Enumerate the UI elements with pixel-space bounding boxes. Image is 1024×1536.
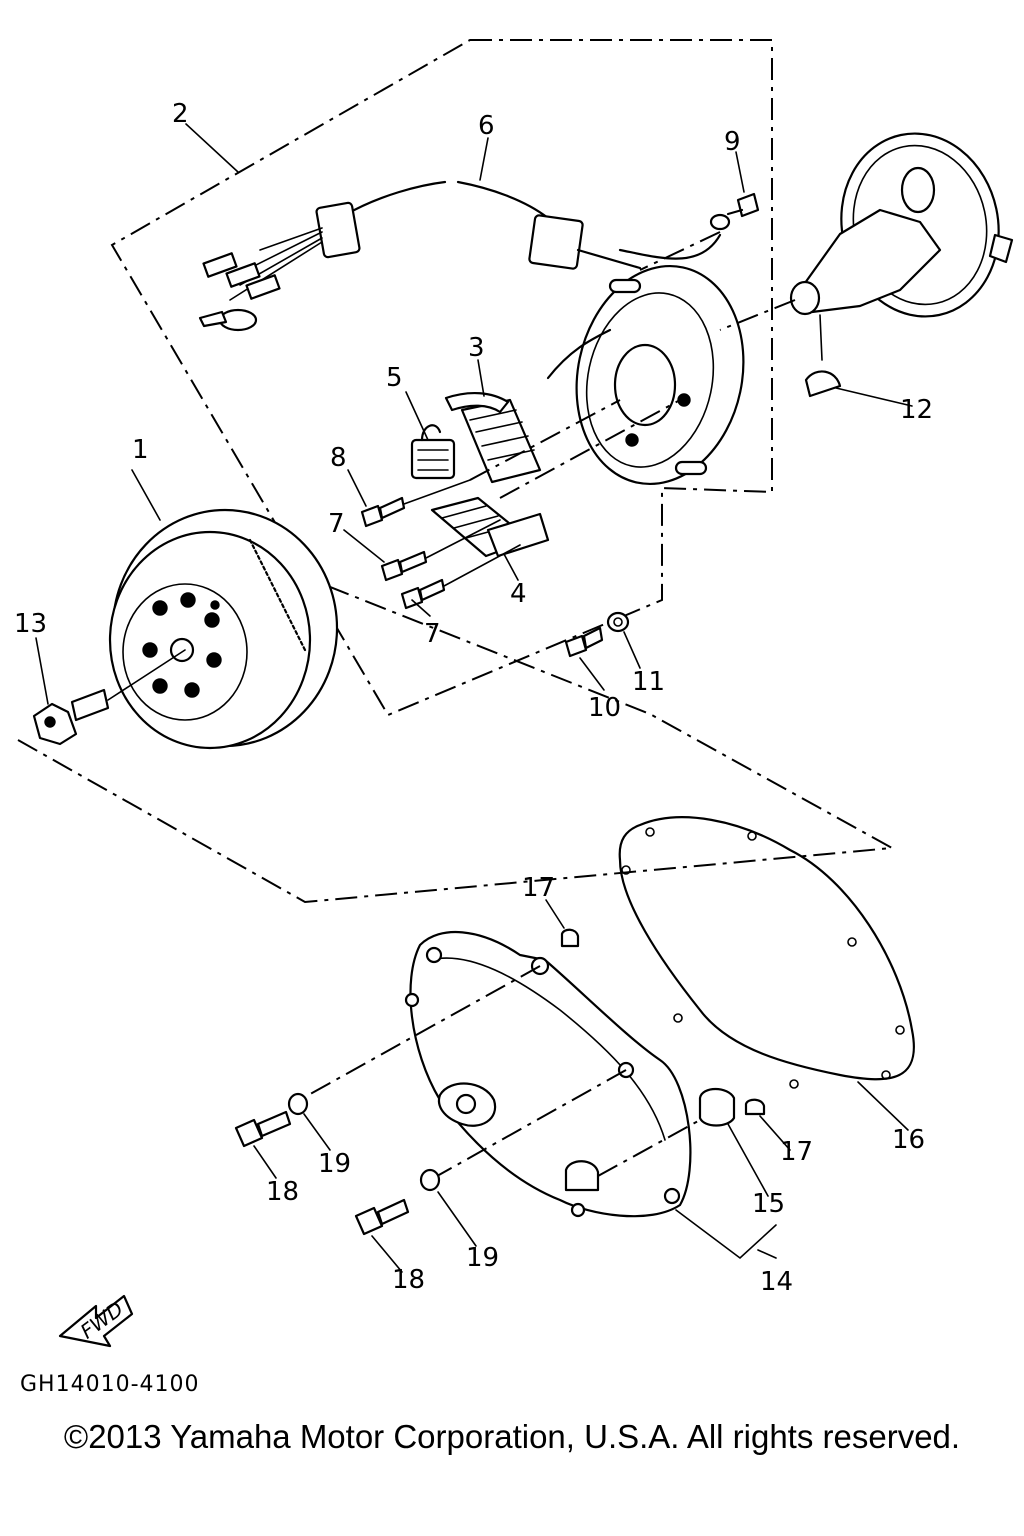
stator-assembly-outline: [110, 39, 773, 717]
callout-3: 3: [468, 333, 485, 363]
callout-2: 2: [172, 99, 189, 129]
callout-19b: 19: [466, 1243, 499, 1273]
callout-6: 6: [478, 111, 495, 141]
crankshaft-hub: [719, 132, 1014, 361]
callout-16: 16: [892, 1125, 925, 1155]
cover-gasket: [618, 816, 915, 1081]
callout-15: 15: [752, 1189, 785, 1219]
callout-5: 5: [386, 363, 403, 393]
callout-19a: 19: [318, 1149, 351, 1179]
callout-18b: 18: [392, 1265, 425, 1295]
callout-18a: 18: [266, 1177, 299, 1207]
callout-11: 11: [632, 667, 665, 697]
callout-labels: 1 2 3 4 5 6 7 7 8 9 10 11 12 13 14 15 16…: [14, 99, 933, 1297]
copyright-notice: ©2013 Yamaha Motor Corporation, U.S.A. A…: [63, 1418, 961, 1455]
wire-harness: [198, 180, 722, 332]
callout-12: 12: [900, 395, 933, 425]
callout-13: 13: [14, 609, 47, 639]
screw-and-washer: [564, 611, 630, 658]
callout-17b: 17: [780, 1137, 813, 1167]
stator-screws: [360, 479, 521, 610]
flywheel-assembly-outline: [17, 574, 896, 904]
callout-4: 4: [510, 579, 527, 609]
leader-lines: [35, 123, 913, 1273]
callout-7a: 7: [328, 509, 345, 539]
flywheel-nut: [32, 649, 186, 746]
gasket-holes: [621, 827, 905, 1089]
callout-7b: 7: [424, 619, 441, 649]
woodruff-key: [804, 370, 842, 398]
ground-screw: [639, 192, 760, 271]
callout-17a: 17: [522, 873, 555, 903]
callout-10: 10: [588, 693, 621, 723]
charge-coil: [444, 391, 542, 484]
stator-base-plate: [546, 264, 745, 486]
lighting-coil: [430, 399, 681, 558]
forward-arrow-icon: FWD: [58, 1294, 134, 1348]
diagram-code: GH14010-4100: [20, 1372, 200, 1397]
callout-9: 9: [724, 127, 741, 157]
callout-1: 1: [132, 435, 149, 465]
flywheel-rotor: [108, 508, 339, 750]
dowel-and-pins: [560, 928, 766, 1127]
pulser-coil: [410, 424, 456, 480]
magneto-cover: [295, 930, 701, 1218]
callout-8: 8: [330, 443, 347, 473]
callout-14: 14: [760, 1267, 793, 1297]
cover-bolts: [234, 1092, 441, 1236]
